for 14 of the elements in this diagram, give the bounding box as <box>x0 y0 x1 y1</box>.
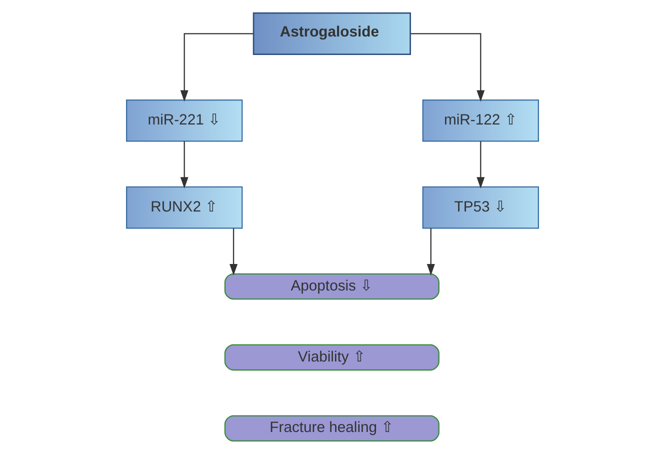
arrow <box>410 33 485 102</box>
node-box: RUNX2 ⇧ <box>126 186 243 229</box>
arrow <box>426 228 435 276</box>
node-box: TP53 ⇩ <box>422 186 539 229</box>
arrow <box>180 33 254 102</box>
arrow <box>180 141 188 189</box>
node-box: miR-221 ⇩ <box>126 99 243 142</box>
arrow <box>230 228 238 276</box>
node-box: Astrogaloside <box>252 12 411 55</box>
node-box: Viability ⇧ <box>224 344 440 371</box>
node-box: Apoptosis ⇩ <box>224 273 440 300</box>
arrow <box>476 141 485 189</box>
node-box: Fracture healing ⇧ <box>224 415 440 442</box>
node-box: miR-122 ⇧ <box>422 99 539 142</box>
